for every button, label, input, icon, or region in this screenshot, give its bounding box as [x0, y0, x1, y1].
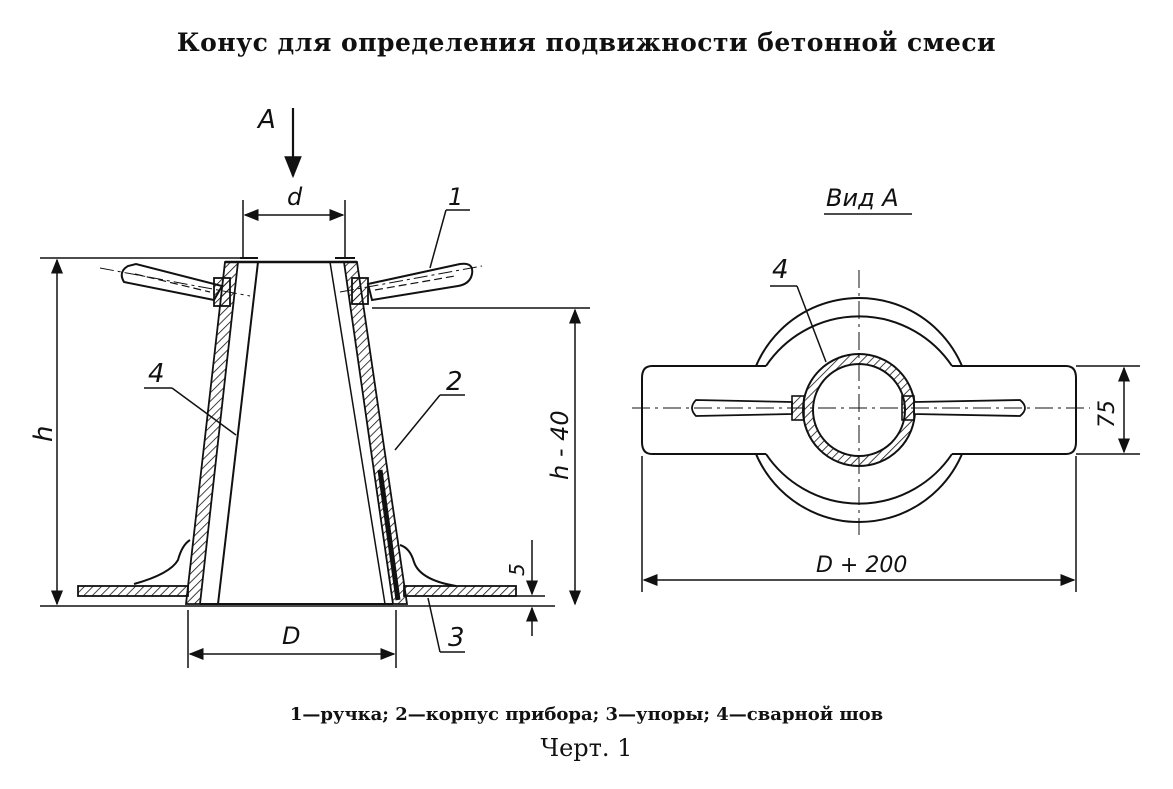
parts-legend: 1—ручка; 2—корпус прибора; 3—упоры; 4—св… — [289, 704, 884, 725]
right-foot — [399, 544, 517, 597]
dimension-D — [187, 610, 397, 668]
view-a-title: Вид А — [826, 184, 899, 212]
dim-d-label: d — [287, 183, 303, 211]
right-handle-top — [901, 395, 1026, 421]
callout-2-leader — [394, 394, 465, 451]
dim-D-label: D — [282, 622, 300, 650]
left-foot — [77, 539, 191, 597]
callout-4-right-leader — [770, 285, 827, 363]
dim-D-plus-200-label: D + 200 — [816, 553, 907, 578]
callout-2-label: 2 — [446, 367, 463, 397]
callout-3-label: 3 — [448, 623, 465, 653]
dimension-d — [242, 200, 346, 258]
dim-5-label: 5 — [505, 563, 529, 576]
callout-3-leader — [427, 597, 465, 653]
dimension-5 — [470, 540, 545, 636]
cone-body — [184, 257, 409, 605]
callout-4-left-label: 4 — [148, 359, 165, 389]
drawing-title: Конус для определения подвижности бетонн… — [176, 28, 997, 57]
dim-h-label: h — [29, 426, 59, 442]
dim-75-label: 75 — [1095, 400, 1120, 428]
dimension-75 — [1076, 365, 1140, 455]
callout-4-right-label: 4 — [772, 255, 789, 285]
dimension-D-plus-200 — [641, 456, 1077, 592]
top-view: Вид А — [632, 184, 1140, 592]
drawing-caption: Черт. 1 — [540, 734, 633, 762]
front-view: A — [29, 105, 590, 668]
callout-1-leader — [429, 209, 470, 269]
dim-h-40-label: h - 40 — [546, 410, 574, 480]
callout-4-left-leader — [144, 387, 237, 436]
dimension-h-minus-40 — [372, 307, 590, 606]
right-handle — [339, 262, 483, 305]
callout-1-label: 1 — [448, 183, 463, 211]
view-arrow-label: A — [256, 105, 276, 135]
left-handle — [99, 262, 251, 307]
